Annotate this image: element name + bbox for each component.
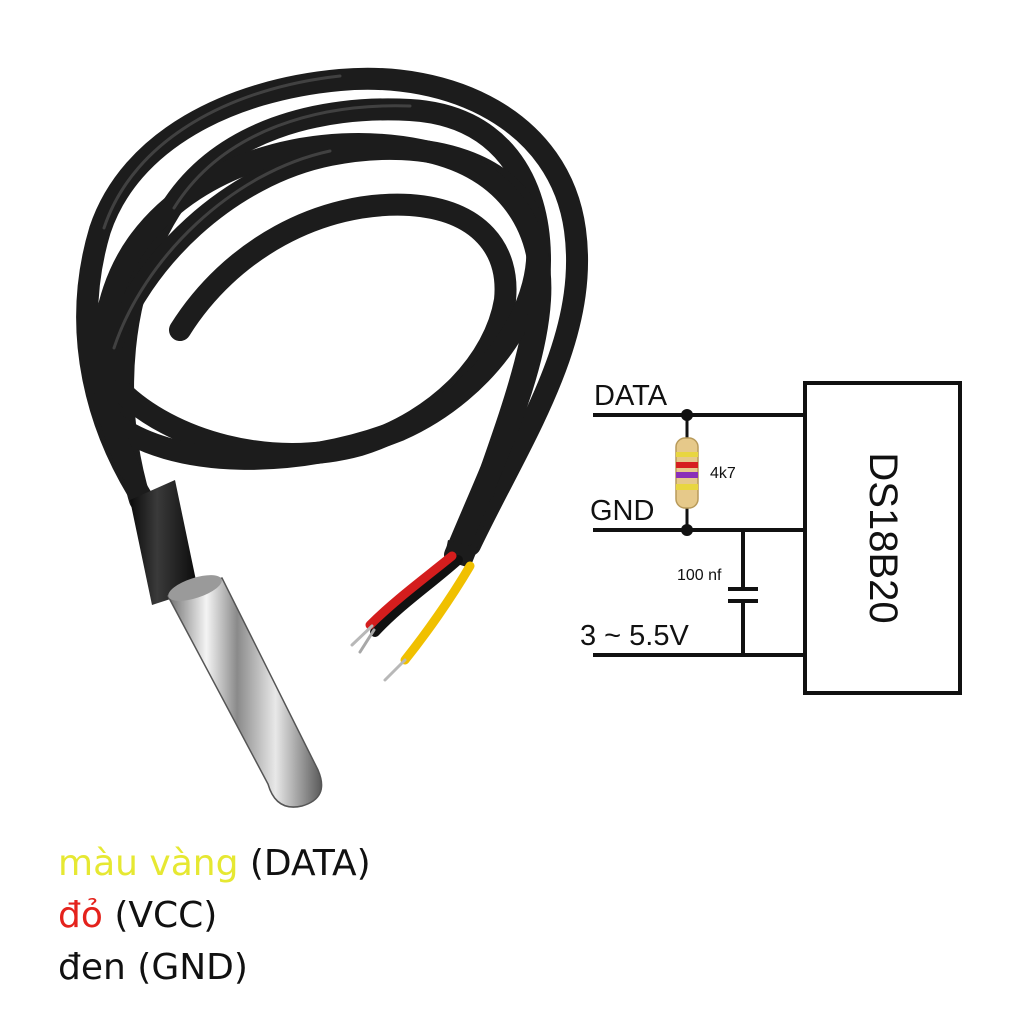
cable-loops xyxy=(76,67,589,566)
cable-highlights xyxy=(102,74,412,350)
chip-box xyxy=(803,381,962,695)
legend-item-gnd: đen (GND) xyxy=(58,942,371,994)
wire-color-legend: màu vàng (DATA) đỏ (VCC) đen (GND) xyxy=(58,838,371,994)
legend-item-vcc: đỏ (VCC) xyxy=(58,890,371,942)
exposed-wires xyxy=(350,551,475,682)
junction-dot-data xyxy=(681,409,693,421)
stainless-probe xyxy=(166,575,323,808)
vcc-label: 3 ~ 5.5V xyxy=(580,620,689,652)
chip-label: DS18B20 xyxy=(861,452,905,623)
legend-signal: (VCC) xyxy=(102,895,218,936)
heat-shrink-sleeve xyxy=(130,480,198,605)
gnd-label: GND xyxy=(590,495,654,527)
junction-dot-gnd xyxy=(681,524,693,536)
sensor-cable-illustration xyxy=(76,67,589,808)
legend-signal: (DATA) xyxy=(238,843,371,884)
legend-color-word: đen xyxy=(58,947,126,988)
legend-item-data: màu vàng (DATA) xyxy=(58,838,371,890)
data-label: DATA xyxy=(594,380,668,412)
resistor xyxy=(675,437,699,509)
schematic xyxy=(593,381,962,695)
resistor-label: 4k7 xyxy=(710,465,736,482)
legend-color-word: màu vàng xyxy=(58,843,239,884)
capacitor-label: 100 nf xyxy=(677,567,722,584)
legend-signal: (GND) xyxy=(125,947,248,988)
legend-color-word: đỏ xyxy=(58,895,103,936)
